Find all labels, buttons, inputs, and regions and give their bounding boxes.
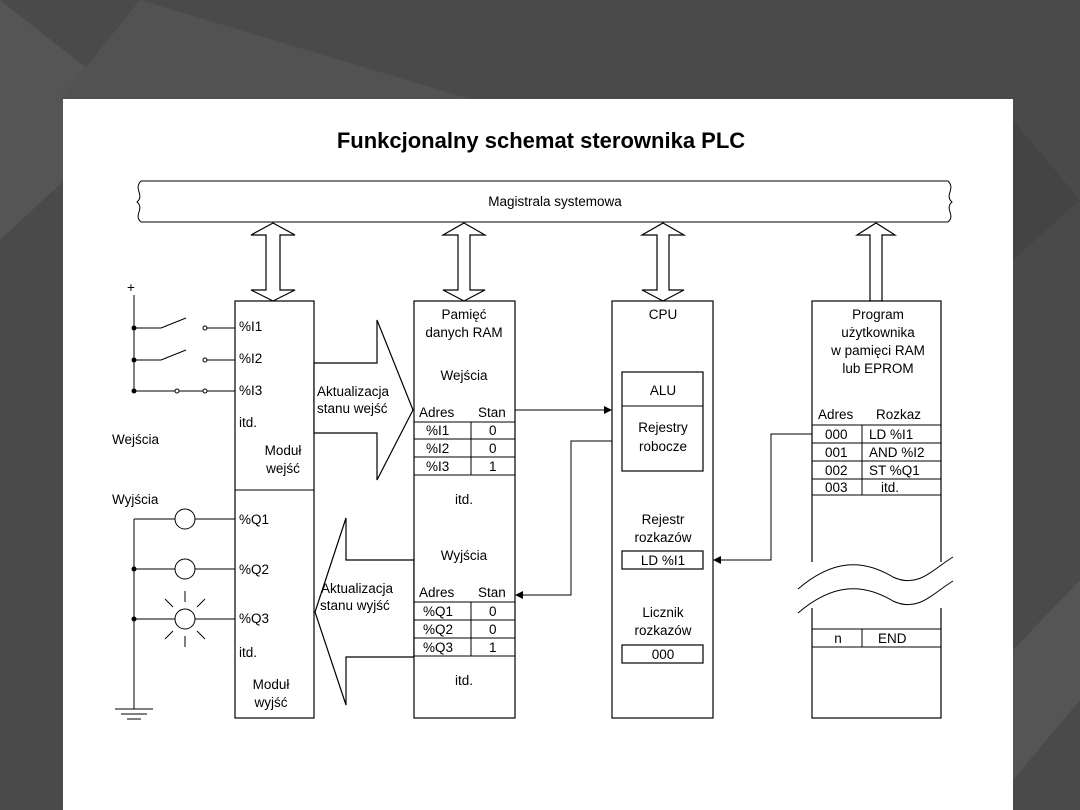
input-update-label: Aktualizacja <box>317 384 390 399</box>
input-wiring: + Wejścia <box>112 280 235 447</box>
memory-break-icon <box>797 556 954 614</box>
program-col-address: Adres <box>818 407 854 422</box>
instruction-register-label-2: rozkazów <box>634 530 691 545</box>
input-update-label-2: stanu wejść <box>317 401 388 416</box>
instruction-register-label: Rejestr <box>642 512 685 527</box>
program-row-2-address: 001 <box>825 445 848 460</box>
diagram-title: Funkcjonalny schemat sterownika PLC <box>337 128 745 153</box>
io-module: %I1 %I2 %I3 itd. Moduł wejść %Q1 %Q2 %Q3… <box>234 300 315 719</box>
input-I2-label: %I2 <box>239 351 262 366</box>
input-I1-label: %I1 <box>239 319 262 334</box>
program-counter-label-2: rozkazów <box>634 623 691 638</box>
output-module-label-2: wyjść <box>254 695 288 710</box>
output-update-arrow <box>314 517 415 706</box>
program-row-3-instruction: ST %Q1 <box>869 463 920 478</box>
program-title-4: lub EPROM <box>842 361 913 376</box>
output-wiring: Wyjścia <box>112 492 235 720</box>
output-Q1-label: %Q1 <box>239 512 269 527</box>
program-counter-value: 000 <box>652 647 675 662</box>
input-module-label: Moduł <box>265 443 302 458</box>
ram-col-state: Stan <box>478 405 506 420</box>
ram-in-state-1: 0 <box>489 423 497 438</box>
input-module-label-2: wejść <box>265 461 300 476</box>
program-memory-block: Program użytkownika w pamięci RAM lub EP… <box>797 300 954 719</box>
ram-outputs-header: Wyjścia <box>441 548 488 563</box>
bus-arrow-io <box>250 222 296 302</box>
ram-in-addr-1: %I1 <box>426 423 449 438</box>
program-counter-label: Licznik <box>642 605 684 620</box>
program-title: Program <box>852 307 904 322</box>
ram-out-state-1: 0 <box>489 604 497 619</box>
bus-arrow-program <box>854 222 898 302</box>
ram-out-col-state: Stan <box>478 585 506 600</box>
ram-outputs-etc: itd. <box>455 673 473 688</box>
slide: Funkcjonalny schemat sterownika PLC Magi… <box>63 99 1013 810</box>
program-end-instruction: END <box>878 631 907 646</box>
program-row-3-address: 002 <box>825 463 848 478</box>
alu-label: ALU <box>650 383 676 398</box>
output-module-label: Moduł <box>253 677 290 692</box>
ram-col-address: Adres <box>419 405 455 420</box>
ram-out-col-address: Adres <box>419 585 455 600</box>
cpu-block: CPU ALU Rejestry robocze Rejestr rozkazó… <box>611 300 714 719</box>
ram-in-addr-2: %I2 <box>426 441 449 456</box>
output-Q3-label: %Q3 <box>239 611 269 626</box>
cpu-title: CPU <box>649 307 678 322</box>
work-registers-label-2: robocze <box>639 439 687 454</box>
ram-inputs-etc: itd. <box>455 492 473 507</box>
program-col-instruction: Rozkaz <box>876 407 921 422</box>
bus-arrow-ram <box>440 222 488 302</box>
ram-inputs-header: Wejścia <box>440 368 488 383</box>
ram-block: Pamięć danych RAM Wejścia Adres Stan %I1… <box>413 300 516 719</box>
ram-title-2: danych RAM <box>425 325 502 340</box>
program-title-2: użytkownika <box>841 325 915 340</box>
input-update-arrow <box>313 319 414 481</box>
bus-arrow-cpu <box>639 222 687 302</box>
ram-out-addr-1: %Q1 <box>423 604 453 619</box>
ram-out-state-2: 0 <box>489 622 497 637</box>
ram-out-addr-3: %Q3 <box>423 640 453 655</box>
ram-out-state-3: 1 <box>489 640 497 655</box>
ram-cpu-connectors <box>515 406 612 599</box>
ram-out-addr-2: %Q2 <box>423 622 453 637</box>
system-bus: Magistrala systemowa <box>136 180 953 223</box>
input-etc-label: itd. <box>239 415 257 430</box>
work-registers-label: Rejestry <box>638 420 688 435</box>
program-title-3: w pamięci RAM <box>830 343 925 358</box>
instruction-register-value: LD %I1 <box>641 553 685 568</box>
ram-in-state-3: 1 <box>489 459 497 474</box>
outputs-label: Wyjścia <box>112 492 159 507</box>
input-I3-label: %I3 <box>239 383 262 398</box>
bus-label: Magistrala systemowa <box>488 194 622 209</box>
program-cpu-connector <box>713 433 812 564</box>
program-row-4-address: 003 <box>825 480 848 495</box>
output-update-label: Aktualizacja <box>321 581 394 596</box>
inputs-label: Wejścia <box>112 432 160 447</box>
plus-sign: + <box>127 280 135 295</box>
ram-in-addr-3: %I3 <box>426 459 449 474</box>
program-row-1-address: 000 <box>825 427 848 442</box>
program-end-address: n <box>834 631 842 646</box>
ram-in-state-2: 0 <box>489 441 497 456</box>
lamp-rays-icon <box>157 591 213 647</box>
program-row-1-instruction: LD %I1 <box>869 427 913 442</box>
output-etc-label: itd. <box>239 645 257 660</box>
program-row-4-instruction: itd. <box>881 480 899 495</box>
program-row-2-instruction: AND %I2 <box>869 445 925 460</box>
ground-icon <box>115 702 153 720</box>
output-update-label-2: stanu wyjść <box>320 598 390 613</box>
output-Q2-label: %Q2 <box>239 562 269 577</box>
ram-title: Pamięć <box>441 307 486 322</box>
